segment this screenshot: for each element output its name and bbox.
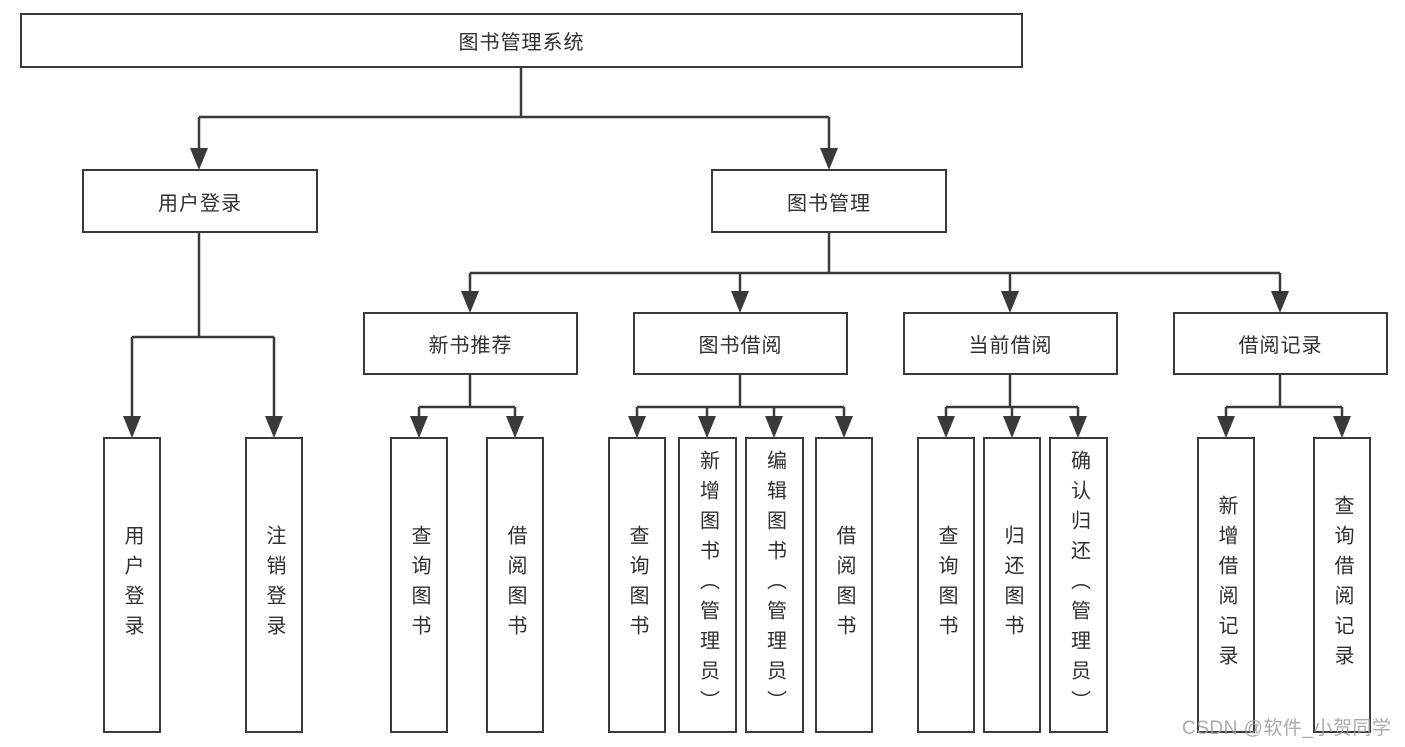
connector-borrow-records-children — [1224, 375, 1344, 420]
node-leaf-query-book-borrow: 查询图书 — [608, 437, 666, 733]
node-current-borrow: 当前借阅 — [903, 312, 1118, 375]
node-leaf-user-login: 用户登录 — [103, 437, 161, 733]
node-leaf-confirm-return-admin: 确认归还（管理员） — [1049, 437, 1108, 733]
node-leaf-edit-book-admin: 编辑图书（管理员） — [745, 437, 804, 733]
connector-current-borrow-children — [944, 375, 1080, 420]
node-leaf-query-book-recommend: 查询图书 — [390, 437, 448, 733]
node-leaf-add-borrow-record: 新增借阅记录 — [1197, 437, 1255, 733]
node-leaf-logout: 注销登录 — [245, 437, 303, 733]
node-borrow-records: 借阅记录 — [1173, 312, 1388, 375]
node-leaf-add-book-admin: 新增图书（管理员） — [678, 437, 737, 733]
node-book-borrow: 图书借阅 — [633, 312, 848, 375]
node-leaf-borrow-book-recommend: 借阅图书 — [486, 437, 544, 733]
node-book-management: 图书管理 — [711, 169, 947, 233]
connector-new-book-children — [417, 375, 517, 420]
connector-root-to-level2 — [197, 68, 831, 152]
node-new-book-recommend: 新书推荐 — [363, 312, 578, 375]
csdn-watermark: CSDN @软件_小贺同学 — [1182, 718, 1392, 739]
connector-user-login-children — [130, 233, 276, 420]
connector-book-borrow-children — [635, 375, 846, 420]
node-leaf-query-borrow-record: 查询借阅记录 — [1313, 437, 1371, 733]
connector-book-management-to-level3 — [468, 233, 1282, 295]
node-leaf-borrow-book: 借阅图书 — [815, 437, 873, 733]
node-root: 图书管理系统 — [20, 13, 1023, 68]
arrowheads — [123, 148, 1351, 438]
node-user-login: 用户登录 — [82, 169, 318, 233]
node-leaf-return-book: 归还图书 — [983, 437, 1041, 733]
node-leaf-query-book-current: 查询图书 — [917, 437, 975, 733]
